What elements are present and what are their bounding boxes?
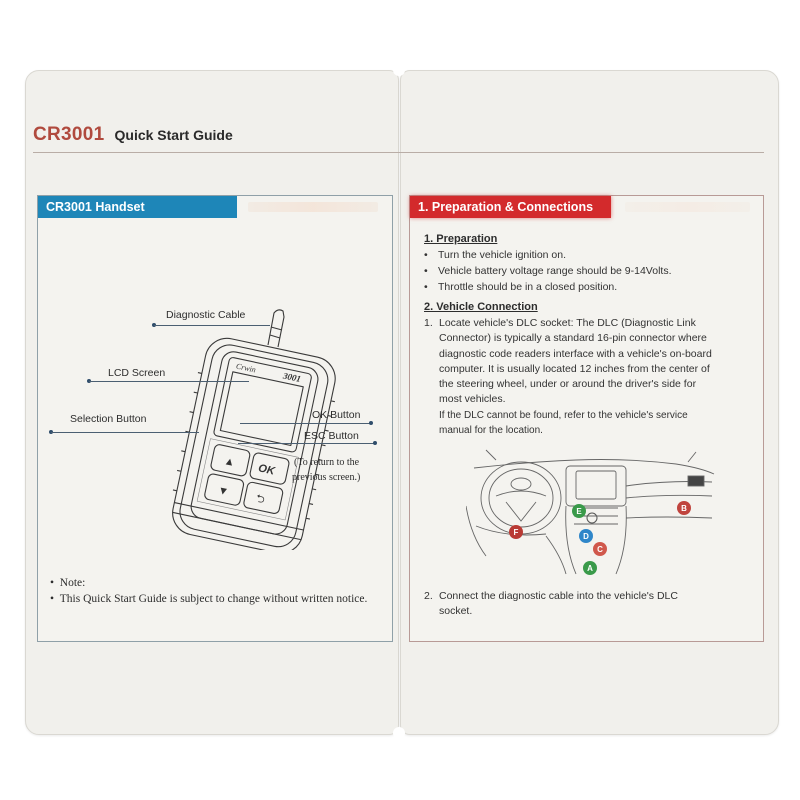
fold-notch-top: [393, 64, 405, 76]
svg-text:D: D: [583, 532, 589, 541]
callout-leader: [240, 423, 370, 424]
title-text: Quick Start Guide: [114, 127, 233, 143]
callout-esc-note-line2: previous screen.): [292, 472, 361, 483]
device-esc-button-icon: ⮌: [255, 493, 266, 507]
preparation-bullet: •Turn the vehicle ignition on.: [424, 249, 567, 261]
faint-print-artifact: [248, 202, 378, 212]
preparation-bullet: •Vehicle battery voltage range should be…: [424, 265, 672, 277]
title-divider: [33, 152, 764, 153]
marker-F: F: [509, 525, 523, 539]
callout-leader: [89, 381, 249, 382]
preparation-subheading: 1. Preparation: [424, 233, 498, 245]
step2-text: Connect the diagnostic cable into the ve…: [439, 590, 678, 618]
marker-A: A: [583, 561, 597, 575]
faint-print-artifact: [625, 202, 750, 212]
handset-illustration: Crwin 3001 ▲ OK ▼ ⮌: [172, 309, 336, 550]
step1-text: Locate vehicle's DLC socket: The DLC (Di…: [439, 317, 712, 437]
callout-esc-button: ESC Button: [304, 430, 359, 442]
note-label: • Note:: [50, 577, 86, 589]
callout-lcd-screen: LCD Screen: [108, 367, 166, 379]
marker-D: D: [579, 529, 593, 543]
callout-leader: [154, 325, 270, 326]
handset-section-heading: CR3001 Handset: [38, 196, 237, 218]
title-model: CR3001: [33, 124, 105, 145]
marker-E: E: [572, 504, 586, 518]
handset-section: CR3001 Handset: [37, 195, 393, 642]
page-title: CR3001 Quick Start Guide: [33, 124, 233, 146]
device-up-button-icon: ▲: [223, 455, 236, 469]
callout-leader: [238, 443, 374, 444]
device-down-button-icon: ▼: [217, 484, 230, 498]
step1-number: 1.: [424, 317, 433, 329]
note-text: • This Quick Start Guide is subject to c…: [50, 593, 368, 605]
marker-C: C: [593, 542, 607, 556]
svg-text:F: F: [514, 528, 519, 537]
device-brand-mark: Crwin: [235, 361, 256, 374]
svg-text:B: B: [681, 504, 687, 513]
dashboard-dlc-diagram: A B C D E F: [466, 449, 715, 575]
preparation-bullet: •Throttle should be in a closed position…: [424, 281, 618, 293]
callout-selection-button: Selection Button: [70, 413, 147, 425]
svg-text:A: A: [587, 564, 593, 573]
vehicle-connection-subheading: 2. Vehicle Connection: [424, 301, 538, 313]
marker-B: B: [677, 501, 691, 515]
device-model-mark: 3001: [281, 370, 302, 384]
fold-notch-bottom: [393, 727, 405, 739]
device-ok-button-label: OK: [257, 462, 277, 477]
callout-ok-button: OK Button: [312, 409, 361, 421]
callout-dot: [373, 441, 377, 445]
preparation-section-heading: 1. Preparation & Connections: [410, 196, 611, 218]
step2-number: 2.: [424, 590, 433, 602]
callout-dot: [369, 421, 373, 425]
callout-leader: [51, 432, 199, 433]
callout-esc-note-line1: (To return to the: [294, 457, 360, 468]
callout-diagnostic-cable: Diagnostic Cable: [166, 309, 246, 321]
svg-text:C: C: [597, 545, 603, 554]
svg-text:E: E: [576, 507, 582, 516]
